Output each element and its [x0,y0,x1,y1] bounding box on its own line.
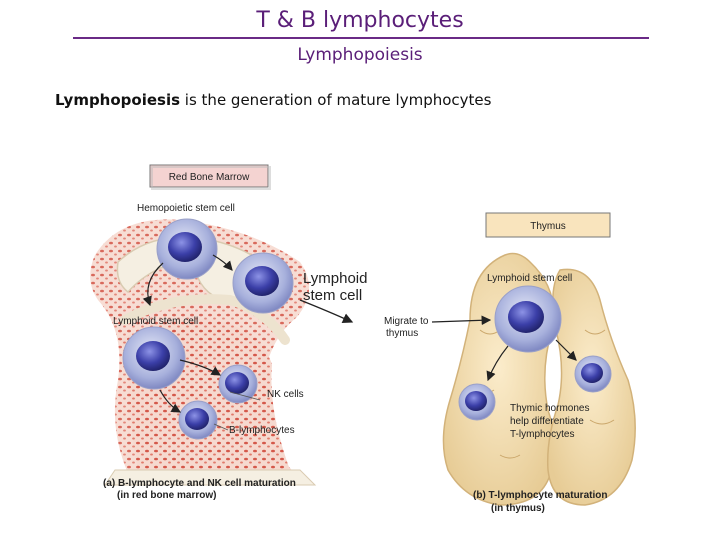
nk-cells-label: NK cells [267,389,304,400]
description-rest: is the generation of mature lymphocytes [180,91,492,109]
description-bold: Lymphopoiesis [55,91,181,109]
b-lymphocyte [178,400,218,440]
thymic-label-line3: T-lymphocytes [510,429,574,440]
thymus-label: Thymus [530,221,566,232]
red-bone-marrow-label: Red Bone Marrow [169,172,250,183]
lymphoid-stem-cell-right-label: Lymphoid stem cell [487,273,572,284]
slide-title: T & B lymphocytes [256,8,464,33]
nk-leader-line [229,391,261,401]
migrate-label-line2: thymus [386,328,418,339]
arrow-to-t-left [486,345,509,382]
t-lymphocyte-left [458,383,496,421]
lymphoid-zoom-label-line2: stem cell [303,287,362,304]
arrow-hemopoietic-to-zoom [212,254,233,271]
arrow-hemopoietic-to-lymphoid [142,262,164,307]
lymphoid-stem-cell-thymus [494,285,562,353]
hemopoietic-stem-cell [156,218,218,280]
red-bone-marrow-label-box: Red Bone Marrow [149,164,271,190]
migrate-label-line1: Migrate to [384,316,429,327]
caption-b-line1: (b) T-lymphocyte maturation [473,490,607,501]
lymphoid-stem-cell-left-label: Lymphoid stem cell [113,316,198,327]
arrow-to-nk [179,359,222,376]
t-lymphocyte-right [574,355,612,393]
slide-subtitle: Lymphopoiesis [297,45,423,65]
b-leader-line [213,423,229,431]
b-lymphocytes-label: B-lymphocytes [229,425,295,436]
caption-b-line2: (in thymus) [491,503,545,514]
lymphoid-stem-cell-marrow [122,326,186,390]
hemopoietic-stem-cell-label: Hemopoietic stem cell [137,203,235,214]
nk-cell [218,364,258,404]
thymus-label-box: Thymus [485,212,611,238]
lymphoid-zoom-label-line1: Lymphoid [303,270,367,287]
thymic-label-line1: Thymic hormones [510,403,589,414]
lymphoid-stem-cell-zoom [232,252,294,314]
arrow-to-thymus-cell [431,315,492,326]
caption-a-line2: (in red bone marrow) [117,490,216,501]
title-divider [73,37,649,39]
thymic-label-line2: help differentiate [510,416,584,427]
arrow-to-b [159,389,182,413]
caption-a-line1: (a) B-lymphocyte and NK cell maturation [103,478,296,489]
arrow-migrate [299,299,354,323]
arrow-to-t-right [555,339,577,361]
description-text: Lymphopoiesis is the generation of matur… [55,91,491,109]
